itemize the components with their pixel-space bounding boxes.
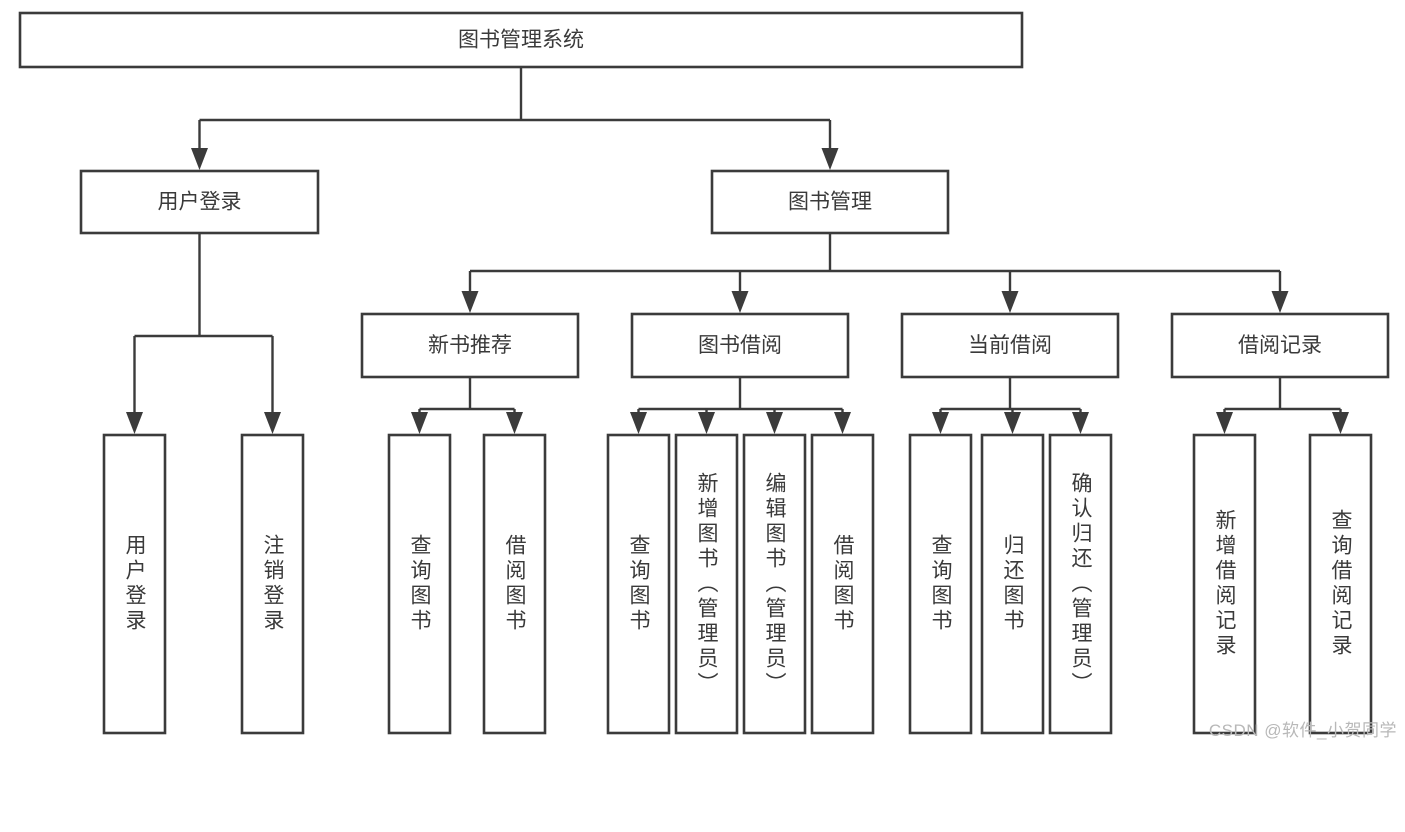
connector-layer — [126, 67, 1349, 434]
arrow-head-icon — [1216, 412, 1233, 434]
node-box-borrow-record[interactable] — [1170, 312, 1390, 379]
node-box-current-borrow[interactable] — [900, 312, 1120, 379]
node-label-current-borrow: 当前借阅 — [968, 334, 1052, 357]
node-label-root: 图书管理系统 — [458, 29, 584, 52]
node-box-leaf-add-book[interactable] — [674, 433, 739, 735]
node-box-leaf-query-borrow-record[interactable] — [1308, 433, 1373, 735]
arrow-head-icon — [506, 412, 523, 434]
node-label-new-book-recommend: 新书推荐 — [428, 334, 512, 357]
arrow-head-icon — [264, 412, 281, 434]
arrow-head-icon — [1004, 412, 1021, 434]
node-box-leaf-borrow-book-recommend[interactable] — [482, 433, 547, 735]
node-box-leaf-query-book-recommend[interactable] — [387, 433, 452, 735]
arrow-head-icon — [698, 412, 715, 434]
arrow-head-icon — [834, 412, 851, 434]
node-box-new-book-recommend[interactable] — [360, 312, 580, 379]
node-box-root[interactable] — [18, 11, 1024, 69]
arrow-head-icon — [1271, 291, 1289, 313]
arrow-head-icon — [1072, 412, 1089, 434]
arrow-head-icon — [731, 291, 749, 313]
node-box-book-borrow[interactable] — [630, 312, 850, 379]
node-box-leaf-return-book[interactable] — [980, 433, 1045, 735]
node-box-leaf-edit-book[interactable] — [742, 433, 807, 735]
node-label-borrow-record: 借阅记录 — [1238, 334, 1322, 357]
csdn-watermark: CSDN @软件_小贺同学 — [1208, 721, 1397, 740]
arrow-head-icon — [932, 412, 949, 434]
node-box-book-manage[interactable] — [710, 169, 950, 235]
arrow-head-icon — [1001, 291, 1019, 313]
node-box-leaf-logout[interactable] — [240, 433, 305, 735]
node-box-leaf-borrow-book[interactable] — [810, 433, 875, 735]
arrow-head-icon — [461, 291, 479, 313]
arrow-head-icon — [630, 412, 647, 434]
arrow-head-icon — [126, 412, 143, 434]
arrow-head-icon — [766, 412, 783, 434]
node-label-user-login: 用户登录 — [158, 191, 242, 214]
node-box-user-login[interactable] — [79, 169, 320, 235]
node-label-book-manage: 图书管理 — [788, 191, 872, 214]
node-box-leaf-user-login[interactable] — [102, 433, 167, 735]
arrow-head-icon — [411, 412, 428, 434]
node-label-book-borrow: 图书借阅 — [698, 334, 782, 357]
arrow-head-icon — [821, 148, 839, 170]
arrow-head-icon — [1332, 412, 1349, 434]
node-box-leaf-add-borrow-record[interactable] — [1192, 433, 1257, 735]
diagram-canvas: 图书管理系统用户登录图书管理新书推荐图书借阅当前借阅借阅记录 用户登录注销登录查… — [18, 11, 1397, 740]
node-box-leaf-query-book-current[interactable] — [908, 433, 973, 735]
node-box-leaf-query-book-borrow[interactable] — [606, 433, 671, 735]
arrow-head-icon — [191, 148, 208, 170]
node-box-layer — [18, 11, 1390, 735]
node-box-leaf-confirm-return[interactable] — [1048, 433, 1113, 735]
